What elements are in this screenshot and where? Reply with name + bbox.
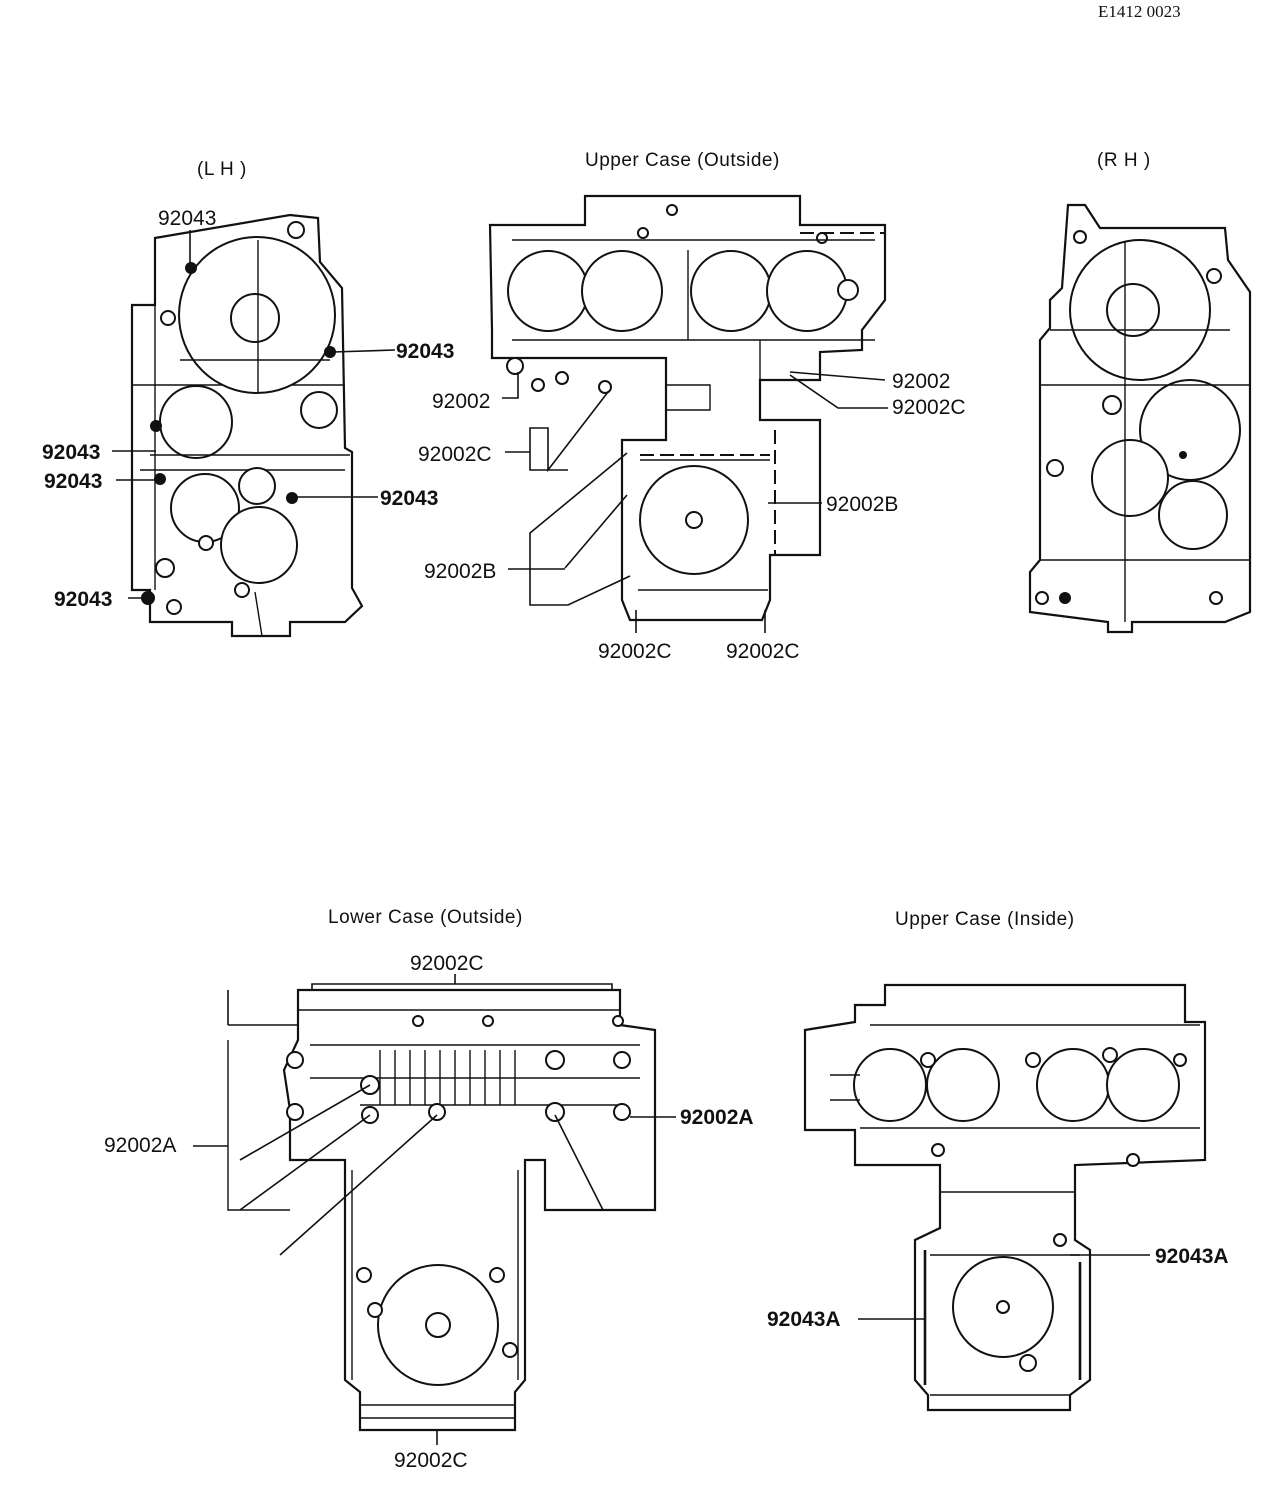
caption-right-hand: (R H ) — [1097, 150, 1151, 171]
upper-case-outside-view: Upper Case (Outside) — [418, 150, 966, 663]
label-lh-92043-left-2: 92043 — [44, 470, 102, 493]
caption-upper-case-outside: Upper Case (Outside) — [585, 150, 780, 171]
label-lower-out-92002c-top: 92002C — [410, 952, 484, 975]
upper-inside-leaders — [858, 1254, 1150, 1320]
reference-code: E1412 0023 — [1098, 2, 1181, 21]
right-hand-crankcase-view: (R H ) — [1028, 150, 1252, 634]
left-hand-crankcase-view: (L H ) — [42, 159, 454, 638]
lower-case-outside-view: Lower Case (Outside) — [104, 907, 754, 1472]
label-upper-in-92043a-right: 92043A — [1155, 1245, 1229, 1268]
caption-upper-case-inside: Upper Case (Inside) — [895, 909, 1075, 930]
label-upper-in-92043a-left: 92043A — [767, 1308, 841, 1331]
caption-left-hand: (L H ) — [197, 159, 247, 180]
caption-lower-case-outside: Lower Case (Outside) — [328, 907, 523, 928]
label-lower-out-92002c-bottom: 92002C — [394, 1449, 468, 1472]
lh-leaders — [112, 230, 396, 599]
upper-case-inside-drawing — [803, 983, 1207, 1412]
label-lower-out-92002a-left: 92002A — [104, 1134, 176, 1157]
right-hand-crankcase-drawing — [1028, 203, 1252, 634]
label-lh-92043-top: 92043 — [158, 207, 216, 230]
label-upper-out-92002c-bottom-right: 92002C — [726, 640, 800, 663]
upper-case-inside-view: Upper Case (Inside) 92043A 92043A — [767, 909, 1229, 1412]
lower-outside-leaders — [193, 974, 676, 1445]
upper-case-outside-drawing — [488, 194, 887, 622]
label-upper-out-92002c-right: 92002C — [892, 396, 966, 419]
label-upper-out-92002b-right: 92002B — [826, 493, 898, 516]
label-lh-92043-left-1: 92043 — [42, 441, 100, 464]
label-upper-out-92002-right: 92002 — [892, 370, 950, 393]
label-lh-92043-bottom: 92043 — [54, 588, 112, 611]
label-upper-out-92002-left: 92002 — [432, 390, 490, 413]
left-hand-crankcase-drawing — [130, 213, 364, 638]
label-lh-92043-middle: 92043 — [380, 487, 438, 510]
label-upper-out-92002b-left: 92002B — [424, 560, 496, 583]
label-lh-92043-right: 92043 — [396, 340, 454, 363]
lower-case-outside-drawing — [227, 988, 657, 1432]
label-lower-out-92002a-right: 92002A — [680, 1106, 754, 1129]
label-upper-out-92002c-bottom-left: 92002C — [598, 640, 672, 663]
label-upper-out-92002c-left: 92002C — [418, 443, 492, 466]
upper-outside-leaders — [502, 371, 888, 633]
